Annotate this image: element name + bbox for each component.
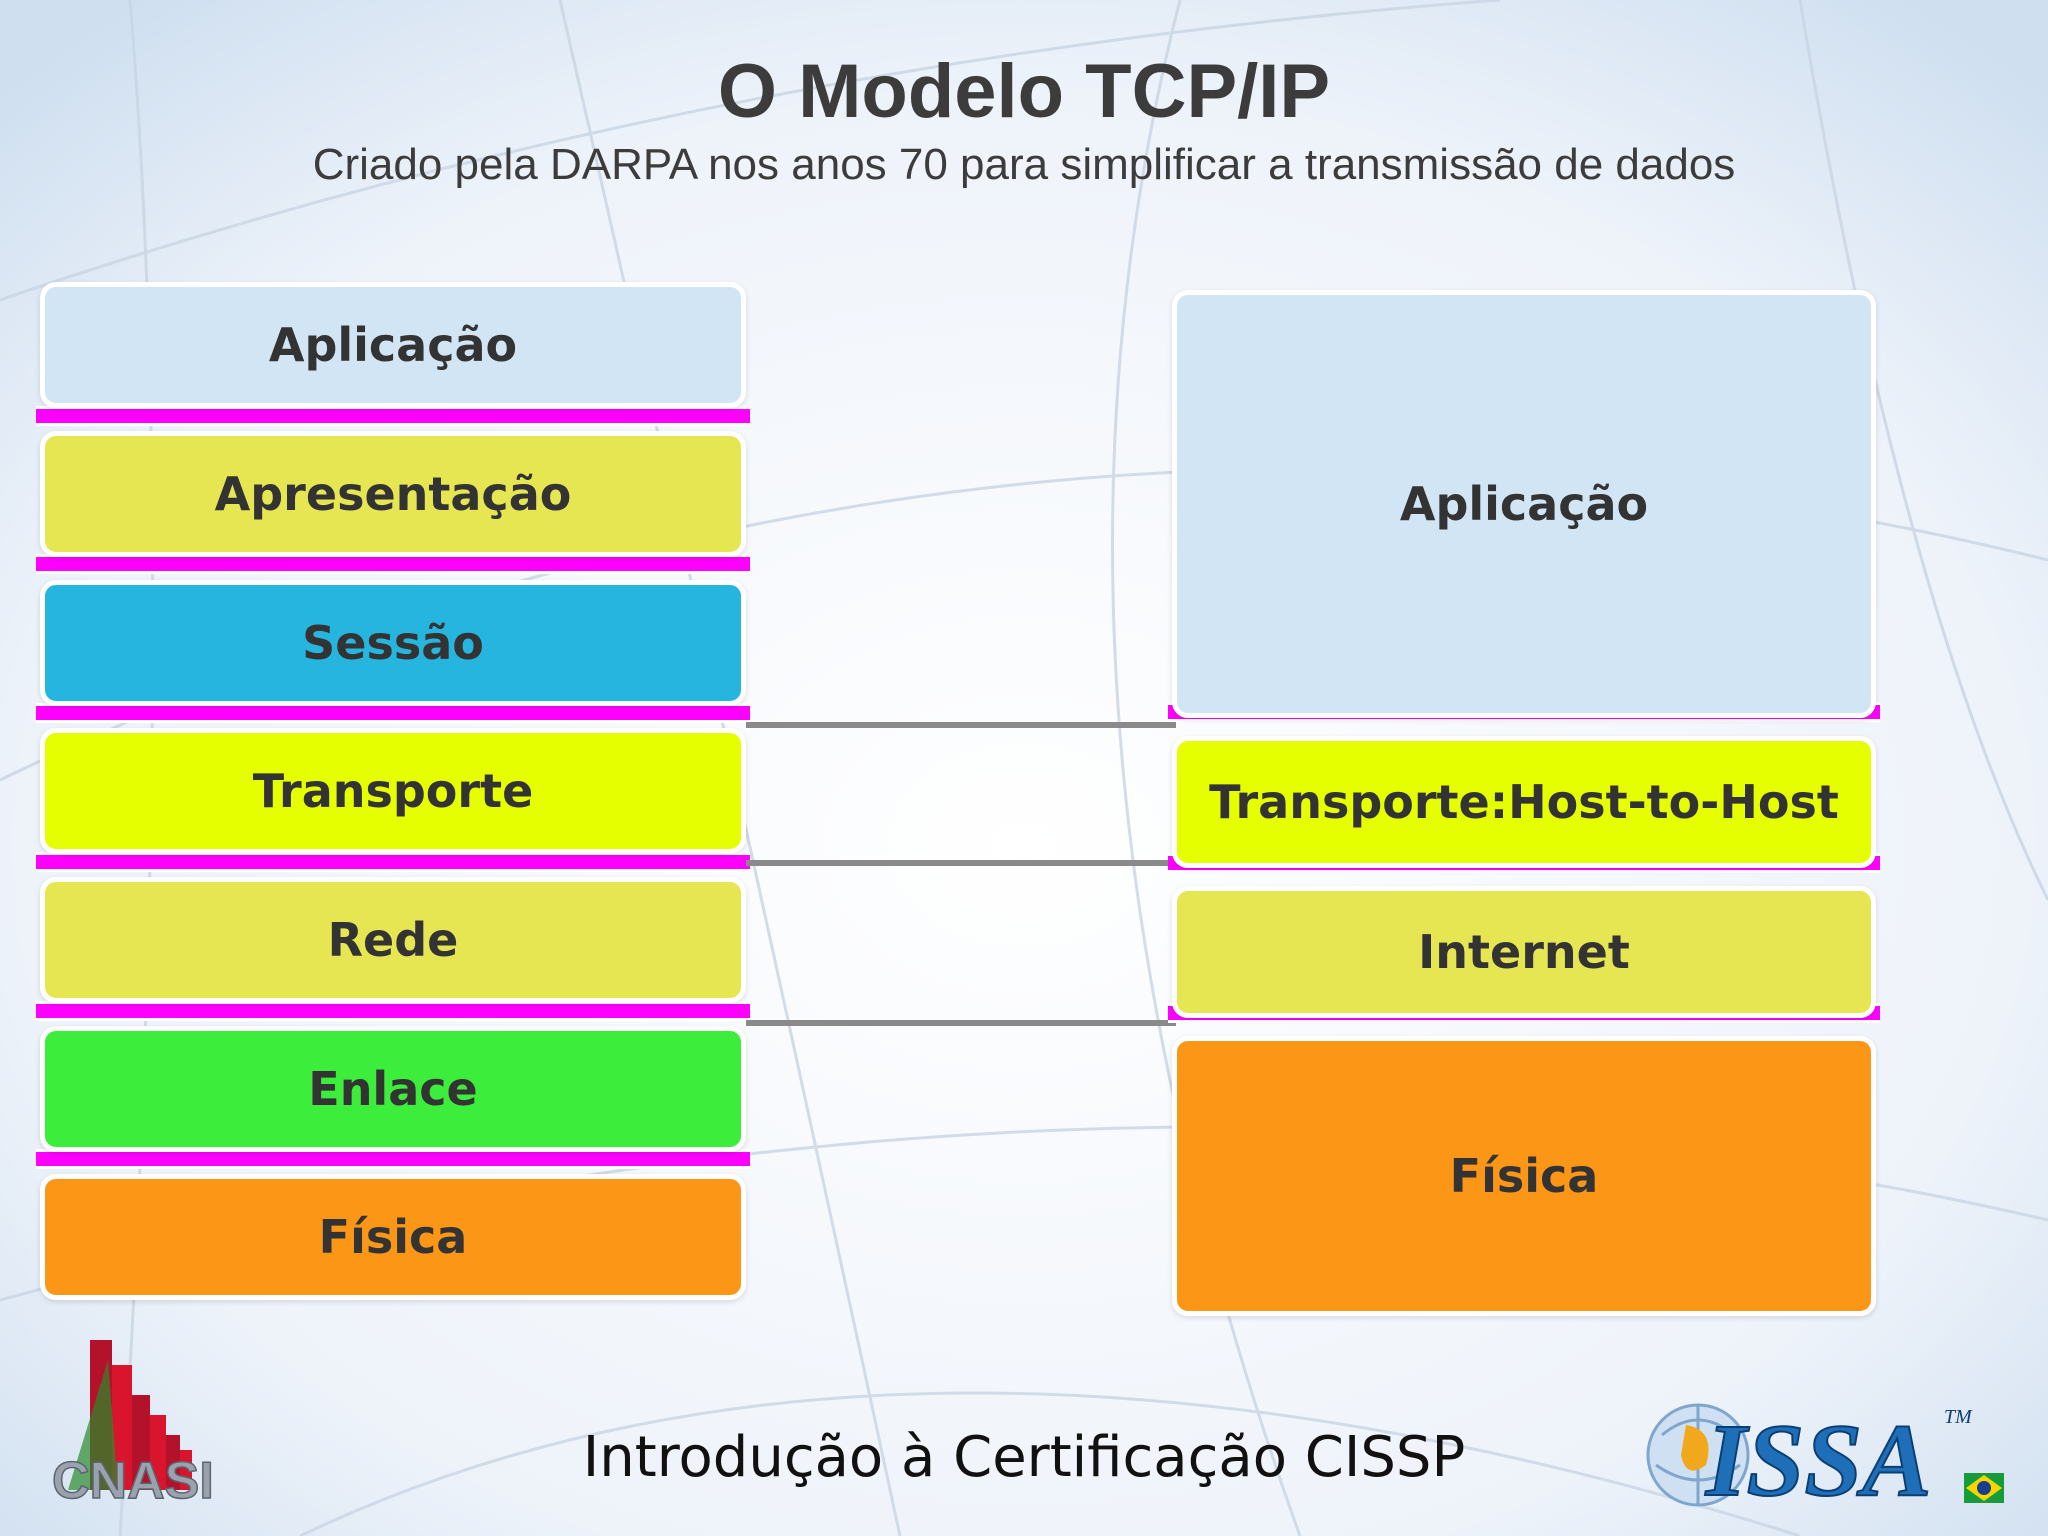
separator-band	[36, 1149, 750, 1169]
layer-label: Sessão	[302, 616, 484, 670]
issa-logo: ISSA TM	[1646, 1402, 2004, 1515]
layer-label: Rede	[327, 913, 459, 967]
svg-text:CNASI: CNASI	[52, 1452, 214, 1510]
osi-layer-sessao: Sessão	[40, 580, 746, 706]
separator-band	[36, 406, 750, 426]
tcpip-layer-aplicacao: Aplicação	[1172, 290, 1876, 718]
osi-layer-fisica: Física	[40, 1174, 746, 1300]
layer-label: Apresentação	[214, 467, 572, 521]
cnasi-logo: CNASI	[51, 1340, 215, 1510]
separator-band	[36, 852, 750, 872]
tcpip-layer-fisica: Física	[1172, 1036, 1876, 1316]
mapping-line	[746, 722, 1176, 728]
separator-band	[36, 1001, 750, 1021]
osi-layer-transporte: Transporte	[40, 728, 746, 854]
separator-band	[36, 703, 750, 723]
layer-label: Aplicação	[268, 318, 518, 372]
layer-label: Enlace	[308, 1062, 478, 1116]
layer-label: Transporte:Host-to-Host	[1209, 775, 1839, 829]
layer-label: Internet	[1418, 925, 1630, 979]
slide-title: O Modelo TCP/IP	[717, 49, 1331, 134]
mapping-line	[746, 860, 1176, 866]
layer-label: Aplicação	[1399, 477, 1649, 531]
mapping-line	[746, 1020, 1176, 1026]
svg-text:TM: TM	[1944, 1406, 1973, 1428]
osi-layer-aplicacao: Aplicação	[40, 282, 746, 408]
tcpip-layer-internet: Internet	[1172, 886, 1876, 1018]
osi-layer-apresentacao: Apresentação	[40, 431, 746, 557]
osi-layer-enlace: Enlace	[40, 1026, 746, 1152]
osi-stack: Aplicação Apresentação Sessão Transporte…	[36, 282, 750, 1302]
separator-band	[36, 554, 750, 574]
tcpip-layer-transporte: Transporte:Host-to-Host	[1172, 736, 1876, 868]
tcpip-stack: Aplicação Transporte:Host-to-Host Intern…	[1168, 290, 1880, 1316]
osi-layer-rede: Rede	[40, 877, 746, 1003]
footer-caption: Introdução à Certificação CISSP	[582, 1425, 1466, 1490]
layer-label: Física	[1449, 1149, 1599, 1203]
layer-label: Física	[318, 1210, 468, 1264]
svg-text:ISSA: ISSA	[1704, 1403, 1932, 1515]
layer-label: Transporte	[252, 764, 534, 818]
slide-subtitle: Criado pela DARPA nos anos 70 para simpl…	[312, 140, 1736, 189]
